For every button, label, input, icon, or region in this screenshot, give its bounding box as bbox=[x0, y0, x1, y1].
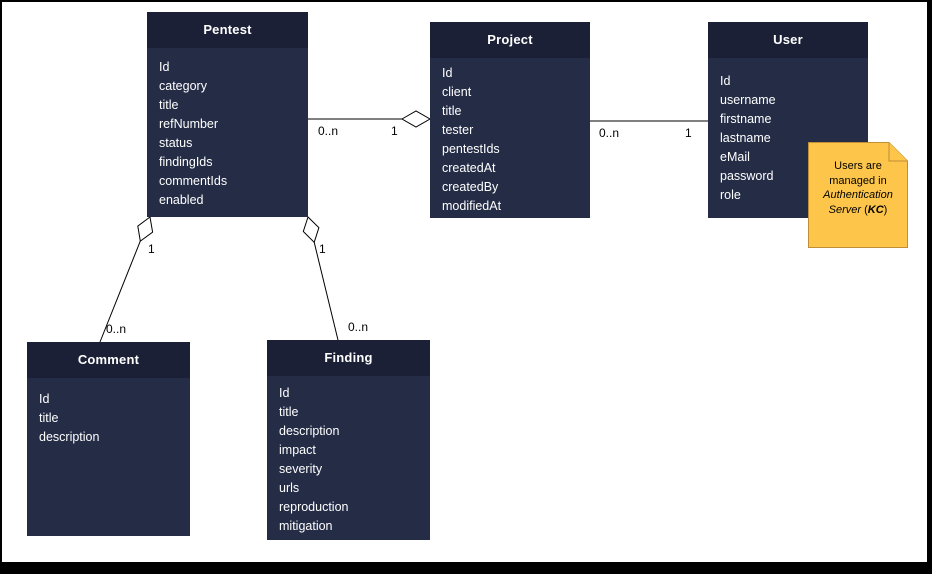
entity-field: title bbox=[279, 405, 299, 419]
entity-field: title bbox=[442, 104, 462, 118]
entity-field: mitigation bbox=[279, 519, 333, 533]
entity-field: severity bbox=[279, 462, 323, 476]
note-fold-corner bbox=[888, 142, 908, 162]
entity-field: lastname bbox=[720, 131, 771, 145]
entity-field: findingIds bbox=[159, 155, 213, 169]
entity-field: pentestIds bbox=[442, 142, 500, 156]
entity-field: createdBy bbox=[442, 180, 499, 194]
entity-field: password bbox=[720, 169, 774, 183]
entity-field: refNumber bbox=[159, 117, 219, 131]
multiplicity-label: 0..n bbox=[599, 126, 620, 140]
entity-title: Pentest bbox=[147, 12, 308, 48]
entity-field: urls bbox=[279, 481, 300, 495]
entity-finding[interactable]: Finding Id title description impact seve… bbox=[267, 340, 430, 540]
entity-title: User bbox=[708, 22, 868, 58]
multiplicity-label: 0..n bbox=[106, 322, 127, 336]
entity-title: Project bbox=[430, 22, 590, 58]
entity-field: Id bbox=[720, 74, 731, 88]
entity-field: description bbox=[39, 430, 100, 444]
entity-field: impact bbox=[279, 443, 316, 457]
sticky-note-shape bbox=[808, 142, 908, 248]
connector-pentest-finding[interactable] bbox=[302, 216, 339, 341]
sticky-note-text: Users are managed in Authentication Serv… bbox=[823, 160, 893, 216]
multiplicity-label: 1 bbox=[319, 242, 326, 256]
entity-pentest[interactable]: Pentest Id category title refNumber stat… bbox=[147, 12, 308, 217]
multiplicity-label: 0..n bbox=[348, 320, 369, 334]
entity-field: eMail bbox=[720, 150, 750, 164]
entity-comment[interactable]: Comment Id title description bbox=[27, 342, 190, 536]
multiplicity-label: 0..n bbox=[318, 124, 339, 138]
entity-field: client bbox=[442, 85, 472, 99]
entity-field: username bbox=[720, 93, 776, 107]
aggregation-diamond bbox=[400, 110, 432, 128]
aggregation-diamond bbox=[137, 216, 154, 242]
entity-field: title bbox=[39, 411, 59, 425]
sticky-note[interactable]: Users are managed in Authentication Serv… bbox=[808, 142, 908, 248]
entity-field: category bbox=[159, 79, 207, 93]
entity-field: reproduction bbox=[279, 500, 349, 514]
entity-field: modifiedAt bbox=[442, 199, 502, 213]
entity-field: Id bbox=[39, 392, 50, 406]
entity-field: title bbox=[159, 98, 179, 112]
entity-field: status bbox=[159, 136, 193, 150]
aggregation-diamond bbox=[302, 216, 320, 244]
entity-field: tester bbox=[442, 123, 474, 137]
multiplicity-label: 1 bbox=[391, 124, 398, 138]
entity-title: Finding bbox=[267, 340, 430, 376]
entity-field: Id bbox=[442, 66, 453, 80]
entity-field: enabled bbox=[159, 193, 204, 207]
entity-field: createdAt bbox=[442, 161, 496, 175]
entity-field: Id bbox=[159, 60, 170, 74]
entity-title: Comment bbox=[27, 342, 190, 378]
multiplicity-label: 1 bbox=[148, 242, 155, 256]
entity-field: commentIds bbox=[159, 174, 228, 188]
entity-field: description bbox=[279, 424, 340, 438]
entity-field: Id bbox=[279, 386, 290, 400]
entity-field: firstname bbox=[720, 112, 772, 126]
multiplicity-label: 1 bbox=[685, 126, 692, 140]
entity-project[interactable]: Project Id client title tester pentestId… bbox=[430, 22, 590, 218]
entity-field: role bbox=[720, 188, 741, 202]
